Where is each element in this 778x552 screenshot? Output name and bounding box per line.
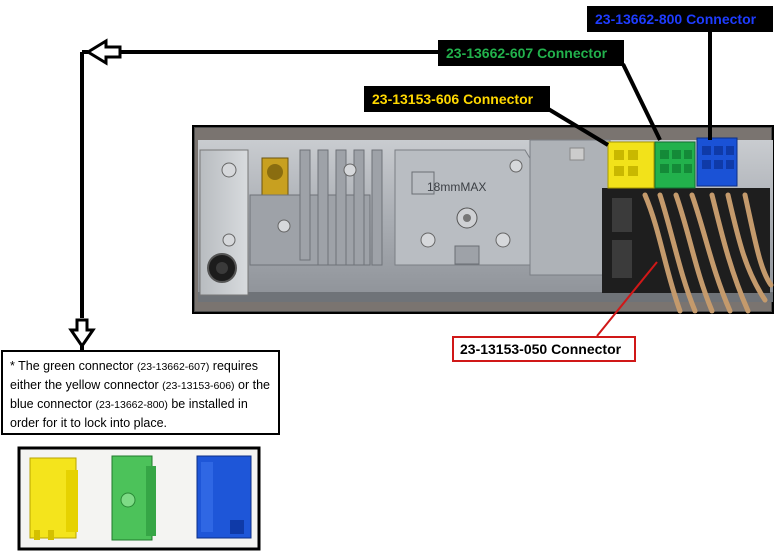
leader-lines — [543, 32, 712, 147]
label-yellow-connector: 23-13153-606 Connector — [364, 86, 550, 112]
sample-green-connector — [111, 455, 156, 541]
screw — [509, 159, 523, 173]
screw — [277, 219, 291, 233]
tan-wires — [642, 192, 774, 314]
screw — [420, 232, 436, 248]
arrow-down-icon — [68, 318, 96, 349]
compatibility-note: * The green connector (23-13662-607) req… — [1, 350, 280, 435]
blue-connector — [696, 137, 738, 187]
connector-housing — [529, 139, 611, 276]
sample-yellow-connector — [29, 457, 78, 540]
screw — [343, 163, 357, 177]
label-green-connector: 23-13662-607 Connector — [438, 40, 624, 66]
yellow-connector — [607, 141, 655, 189]
heatsink — [249, 149, 383, 266]
green-connector — [654, 141, 696, 189]
label-blue-connector: 23-13662-800 Connector — [587, 6, 773, 32]
screw — [495, 232, 511, 248]
screw — [221, 162, 237, 178]
sample-blue-connector — [196, 455, 252, 539]
screw — [222, 233, 236, 247]
red-leader-line — [596, 261, 658, 337]
label-harness-connector: 23-13153-050 Connector — [452, 336, 636, 362]
routing-line — [80, 50, 438, 318]
arrow-left-icon — [85, 38, 122, 66]
device-stamp: 18mmMAX — [427, 180, 487, 194]
